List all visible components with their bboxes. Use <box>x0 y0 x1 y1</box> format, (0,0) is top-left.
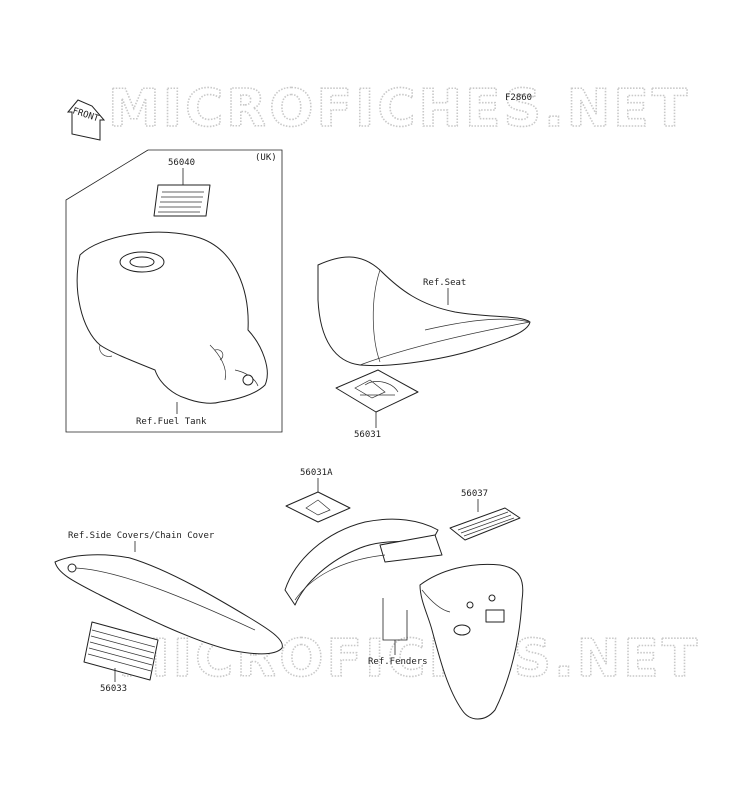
part-56033-label: 56033 <box>100 684 127 694</box>
seat <box>317 256 531 366</box>
side-covers-label: Ref.Side Covers/Chain Cover <box>68 531 215 541</box>
decal-56031a <box>285 491 351 523</box>
uk-frame <box>65 149 283 433</box>
part-56037-label: 56037 <box>461 489 488 499</box>
decal-56031 <box>335 369 419 413</box>
decal-56037 <box>449 507 521 541</box>
fuel-tank-label: Ref.Fuel Tank <box>136 417 207 427</box>
rear-fender <box>419 563 524 720</box>
part-56040-label: 56040 <box>168 158 195 168</box>
part-56031-label: 56031 <box>354 430 381 440</box>
region-note: (UK) <box>255 153 277 163</box>
seat-label: Ref.Seat <box>423 278 466 288</box>
part-56031a-label: 56031A <box>300 468 333 478</box>
decal-56040 <box>153 184 211 217</box>
figure-code: F2860 <box>505 93 532 103</box>
watermark-top: MICROFICHES.NET <box>108 79 690 139</box>
fuel-tank <box>76 231 268 404</box>
decal-56033 <box>83 621 159 681</box>
fenders-label: Ref.Fenders <box>368 657 428 667</box>
front-arrow-icon: FRONT <box>66 99 106 141</box>
front-fender <box>284 518 443 606</box>
side-cover <box>54 554 283 655</box>
